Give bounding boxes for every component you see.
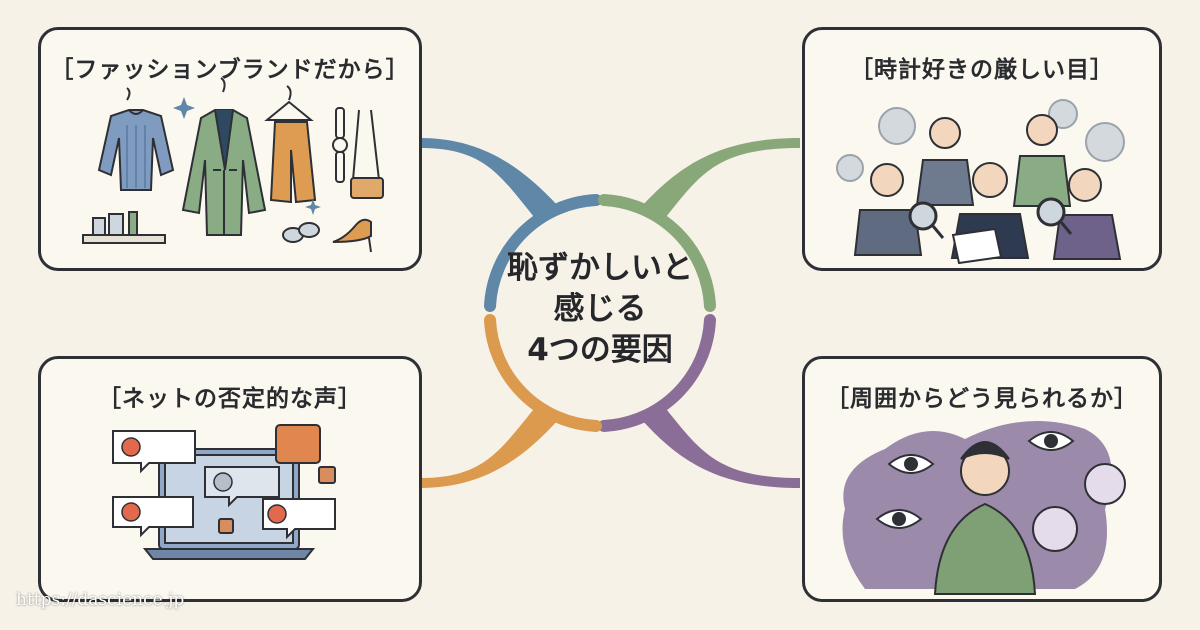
center-title: 恥ずかしいと 感じる 4つの要因: [470, 248, 730, 371]
ring-arc-green: [598, 194, 716, 312]
card-fashion-brand: ［ファッションブランドだから］: [38, 27, 422, 271]
eye-icon: [875, 431, 1075, 529]
observers-illustration: [842, 421, 1126, 595]
connector-top-right: [642, 138, 800, 222]
ring-arc-purple: [598, 314, 716, 432]
magnifier-icon: [908, 197, 1073, 239]
card-title: ［時計好きの厳しい目］: [850, 57, 1114, 83]
watermark: https://dascience.jp: [16, 590, 185, 610]
watch-icon: [332, 107, 348, 183]
connector-top-left: [420, 138, 558, 222]
heel-icon: [332, 218, 372, 253]
gear-icon: [836, 99, 1125, 182]
cosmetics-icon: [82, 211, 166, 244]
coat-icon: [181, 77, 267, 236]
card-title: ［周囲からどう見られるか］: [826, 386, 1138, 412]
card-title: ［ネットの否定的な声］: [98, 386, 362, 412]
center-title-line3: 4つの要因: [527, 332, 673, 368]
sweater-icon: [97, 87, 175, 191]
sparkle-icon: [173, 97, 321, 215]
thumbs-down-icon: [218, 424, 336, 534]
ring-arc-orange: [484, 314, 602, 432]
person-icon: [933, 441, 1037, 595]
online-illustration: [112, 424, 336, 560]
angry-face-icon: [121, 437, 287, 524]
observer-face-icon: [1032, 463, 1126, 552]
card-watch-enthusiasts: ［時計好きの厳しい目］: [802, 27, 1162, 271]
sunglasses-icon: [282, 222, 320, 243]
connector-bottom-right: [642, 404, 800, 488]
connector-bottom-left: [420, 404, 558, 488]
ring-arc-blue: [484, 194, 602, 312]
card-negative-online-voices: ［ネットの否定的な声］: [38, 356, 422, 602]
fashion-illustration: [82, 77, 384, 253]
person-group-icon: [853, 114, 1122, 260]
document-icon: [951, 227, 1003, 265]
bag-icon: [350, 109, 384, 199]
card-how-others-see: ［周囲からどう見られるか］: [802, 356, 1162, 602]
enthusiasts-illustration: [836, 99, 1125, 265]
trousers-icon: [264, 85, 317, 204]
center-title-line2: 感じる: [553, 291, 647, 327]
center-title-line1: 恥ずかしいと: [507, 250, 693, 286]
card-title: ［ファッションブランドだから］: [50, 57, 410, 83]
